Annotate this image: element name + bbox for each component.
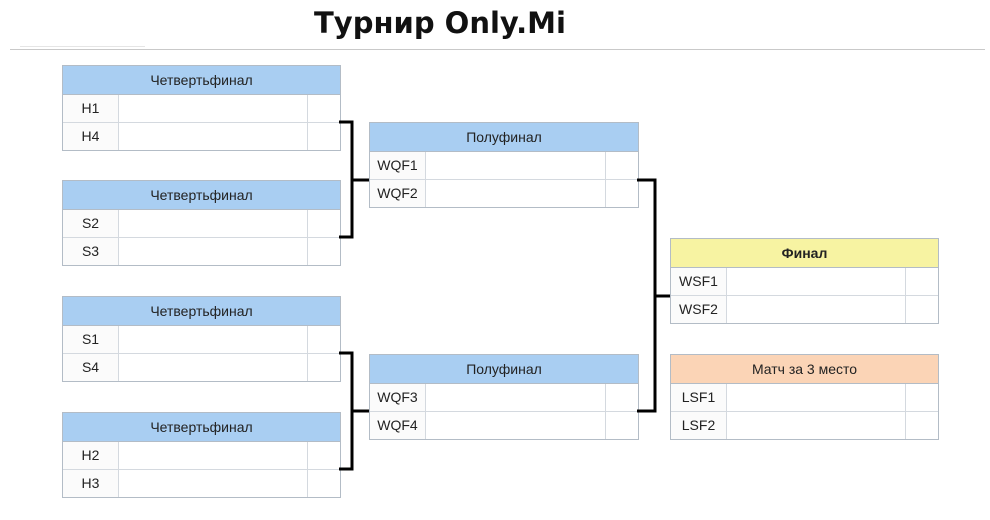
team-name-cell[interactable] <box>727 384 906 411</box>
slot-label: WSF2 <box>671 296 727 323</box>
match-row: LSF1 <box>671 384 938 411</box>
score-cell[interactable] <box>906 384 938 411</box>
match-row: S3 <box>63 237 340 265</box>
score-cell[interactable] <box>606 152 638 179</box>
slot-label: H2 <box>63 442 119 469</box>
team-name-cell[interactable] <box>426 152 606 179</box>
quarterfinal-4: Четвертьфинал H2 H3 <box>62 412 341 498</box>
title-divider-left <box>20 46 145 47</box>
team-name-cell[interactable] <box>119 442 308 469</box>
final-match: Финал WSF1 WSF2 <box>670 238 939 324</box>
slot-label: H4 <box>63 123 119 150</box>
slot-label: H1 <box>63 95 119 122</box>
third-place-match: Матч за 3 место LSF1 LSF2 <box>670 354 939 440</box>
score-cell[interactable] <box>906 412 938 439</box>
slot-label: H3 <box>63 470 119 497</box>
score-cell[interactable] <box>308 210 340 237</box>
match-header: Матч за 3 место <box>671 355 938 384</box>
match-row: WQF1 <box>370 152 638 179</box>
slot-label: WSF1 <box>671 268 727 295</box>
score-cell[interactable] <box>906 296 938 323</box>
match-row: WSF2 <box>671 295 938 323</box>
slot-label: S2 <box>63 210 119 237</box>
match-row: WSF1 <box>671 268 938 295</box>
match-row: H1 <box>63 95 340 122</box>
score-cell[interactable] <box>308 123 340 150</box>
match-row: LSF2 <box>671 411 938 439</box>
match-header: Полуфинал <box>370 123 638 152</box>
score-cell[interactable] <box>308 470 340 497</box>
team-name-cell[interactable] <box>119 95 308 122</box>
score-cell[interactable] <box>606 180 638 207</box>
match-header: Финал <box>671 239 938 268</box>
team-name-cell[interactable] <box>119 238 308 265</box>
slot-label: S4 <box>63 354 119 381</box>
slot-label: S1 <box>63 326 119 353</box>
match-header: Полуфинал <box>370 355 638 384</box>
match-row: S4 <box>63 353 340 381</box>
slot-label: LSF1 <box>671 384 727 411</box>
match-row: H3 <box>63 469 340 497</box>
team-name-cell[interactable] <box>426 412 606 439</box>
score-cell[interactable] <box>308 95 340 122</box>
slot-label: WQF3 <box>370 384 426 411</box>
match-row: H4 <box>63 122 340 150</box>
connector-qf1-qf2-to-sf1 <box>339 120 369 239</box>
team-name-cell[interactable] <box>119 123 308 150</box>
title-divider <box>10 49 985 50</box>
score-cell[interactable] <box>308 238 340 265</box>
team-name-cell[interactable] <box>426 180 606 207</box>
team-name-cell[interactable] <box>727 296 906 323</box>
slot-label: LSF2 <box>671 412 727 439</box>
team-name-cell[interactable] <box>727 268 906 295</box>
page-title: Турнир Only.Mi <box>314 6 566 40</box>
match-row: S1 <box>63 326 340 353</box>
match-header: Четвертьфинал <box>63 297 340 326</box>
score-cell[interactable] <box>308 326 340 353</box>
team-name-cell[interactable] <box>426 384 606 411</box>
score-cell[interactable] <box>906 268 938 295</box>
connector-sf-to-final <box>637 178 670 413</box>
match-row: H2 <box>63 442 340 469</box>
quarterfinal-1: Четвертьфинал H1 H4 <box>62 65 341 151</box>
match-header: Четвертьфинал <box>63 181 340 210</box>
match-row: WQF2 <box>370 179 638 207</box>
match-row: WQF4 <box>370 411 638 439</box>
match-row: S2 <box>63 210 340 237</box>
match-header: Четвертьфинал <box>63 66 340 95</box>
team-name-cell[interactable] <box>119 470 308 497</box>
match-header: Четвертьфинал <box>63 413 340 442</box>
slot-label: WQF1 <box>370 152 426 179</box>
team-name-cell[interactable] <box>727 412 906 439</box>
team-name-cell[interactable] <box>119 354 308 381</box>
connector-qf3-qf4-to-sf2 <box>339 351 369 471</box>
score-cell[interactable] <box>606 384 638 411</box>
score-cell[interactable] <box>606 412 638 439</box>
slot-label: WQF2 <box>370 180 426 207</box>
match-row: WQF3 <box>370 384 638 411</box>
score-cell[interactable] <box>308 442 340 469</box>
slot-label: S3 <box>63 238 119 265</box>
team-name-cell[interactable] <box>119 210 308 237</box>
score-cell[interactable] <box>308 354 340 381</box>
team-name-cell[interactable] <box>119 326 308 353</box>
quarterfinal-2: Четвертьфинал S2 S3 <box>62 180 341 266</box>
semifinal-2: Полуфинал WQF3 WQF4 <box>369 354 639 440</box>
quarterfinal-3: Четвертьфинал S1 S4 <box>62 296 341 382</box>
slot-label: WQF4 <box>370 412 426 439</box>
semifinal-1: Полуфинал WQF1 WQF2 <box>369 122 639 208</box>
